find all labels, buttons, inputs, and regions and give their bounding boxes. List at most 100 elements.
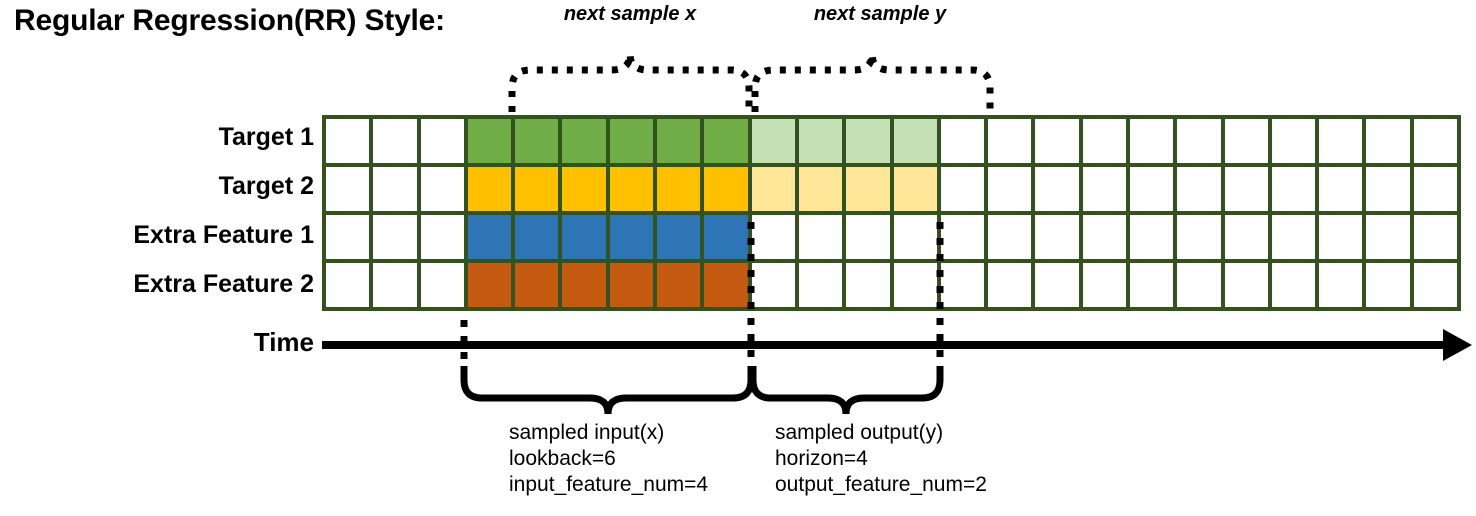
row-label-extra-feature-1: Extra Feature 1 (133, 221, 314, 249)
grid-cell-target-2-21 (1319, 167, 1363, 211)
grid-cell-extra-feature-2-2 (420, 263, 464, 307)
grid-cell-extra-feature-2-12 (893, 263, 937, 307)
grid-cell-target-2-12 (893, 167, 937, 211)
grid-cell-target-1-14 (988, 119, 1032, 163)
grid-cell-extra-feature-1-4 (515, 215, 559, 259)
grid-cell-target-2-13 (940, 167, 985, 211)
grid-cell-extra-feature-1-18 (1177, 215, 1221, 259)
grid-cell-target-1-10 (798, 119, 843, 163)
grid-cell-extra-feature-2-18 (1177, 263, 1221, 307)
grid-cell-target-2-17 (1129, 167, 1174, 211)
top-brace-next-sample-y (751, 53, 994, 112)
grid-cell-extra-feature-1-10 (798, 215, 843, 259)
grid-cell-target-1-20 (1271, 119, 1316, 163)
grid-cell-extra-feature-2-23 (1413, 263, 1457, 307)
grid-cell-target-2-15 (1035, 167, 1079, 211)
grid-cell-target-2-10 (798, 167, 843, 211)
grid-cell-extra-feature-1-23 (1413, 215, 1457, 259)
sampled-input-title: sampled input(x) (509, 421, 665, 444)
grid-cell-extra-feature-1-12 (893, 215, 937, 259)
sampled-output-note: sampled output(y) horizon=4 output_featu… (775, 420, 987, 498)
grid-cell-target-1-18 (1177, 119, 1221, 163)
grid-cell-target-1-22 (1366, 119, 1410, 163)
grid-cell-target-2-11 (846, 167, 890, 211)
grid-cell-extra-feature-1-22 (1366, 215, 1410, 259)
grid-cell-target-2-3 (467, 167, 512, 211)
top-brace-next-sample-x (508, 53, 753, 112)
grid-cell-target-1-3 (467, 119, 512, 163)
grid-cell-target-1-7 (657, 119, 701, 163)
sampled-input-note: sampled input(x) lookback=6 input_featur… (509, 420, 708, 498)
grid-cell-target-1-6 (609, 119, 654, 163)
grid-cell-extra-feature-2-9 (751, 263, 795, 307)
grid-cell-extra-feature-2-8 (704, 263, 748, 307)
grid-cell-extra-feature-1-17 (1129, 215, 1174, 259)
grid-cell-extra-feature-1-21 (1319, 215, 1363, 259)
grid-cell-extra-feature-1-7 (657, 215, 701, 259)
grid-cell-extra-feature-2-7 (657, 263, 701, 307)
row-label-target-1: Target 1 (218, 123, 314, 151)
grid-cell-extra-feature-1-11 (846, 215, 890, 259)
grid-cell-extra-feature-1-1 (373, 215, 417, 259)
grid-cell-extra-feature-1-5 (562, 215, 606, 259)
sampled-output-featnum: output_feature_num=2 (775, 473, 987, 496)
grid-cell-target-1-4 (515, 119, 559, 163)
grid-cell-extra-feature-2-19 (1224, 263, 1268, 307)
grid-cell-extra-feature-1-20 (1271, 215, 1316, 259)
grid-cell-extra-feature-2-6 (609, 263, 654, 307)
grid-cell-target-2-2 (420, 167, 464, 211)
grid-cell-target-2-16 (1082, 167, 1126, 211)
grid-cell-extra-feature-1-6 (609, 215, 654, 259)
grid-cell-extra-feature-2-21 (1319, 263, 1363, 307)
time-axis-label: Time (253, 327, 314, 357)
grid-cell-extra-feature-2-20 (1271, 263, 1316, 307)
page-title: Regular Regression(RR) Style: (14, 4, 445, 37)
grid-cell-extra-feature-2-14 (988, 263, 1032, 307)
grid-cell-extra-feature-1-0 (326, 215, 370, 259)
grid-cell-extra-feature-2-13 (940, 263, 985, 307)
row-label-extra-feature-2: Extra Feature 2 (133, 270, 314, 298)
grid-cell-target-1-17 (1129, 119, 1174, 163)
next-sample-x-label: next sample x (563, 3, 697, 25)
bottom-brace-sampled-input (460, 366, 755, 415)
grid-cell-extra-feature-2-0 (326, 263, 370, 307)
grid-cell-target-2-20 (1271, 167, 1316, 211)
grid-cell-target-1-16 (1082, 119, 1126, 163)
grid-cell-target-1-21 (1319, 119, 1363, 163)
grid-cell-target-1-1 (373, 119, 417, 163)
grid-cell-target-2-7 (657, 167, 701, 211)
sampled-output-horizon: horizon=4 (775, 447, 868, 470)
grid-cell-extra-feature-1-2 (420, 215, 464, 259)
grid-cell-target-1-5 (562, 119, 606, 163)
grid-cell-target-2-4 (515, 167, 559, 211)
grid-cell-extra-feature-1-13 (940, 215, 985, 259)
bottom-brace-sampled-output (749, 366, 944, 415)
grid-cell-extra-feature-2-16 (1082, 263, 1126, 307)
grid-cell-target-1-0 (326, 119, 370, 163)
grid-cell-extra-feature-1-19 (1224, 215, 1268, 259)
grid-cell-extra-feature-1-3 (467, 215, 512, 259)
grid-cell-target-1-2 (420, 119, 464, 163)
grid-cell-target-1-23 (1413, 119, 1457, 163)
grid-cell-extra-feature-1-15 (1035, 215, 1079, 259)
grid-cell-extra-feature-2-11 (846, 263, 890, 307)
grid-cell-target-2-23 (1413, 167, 1457, 211)
grid-cell-target-2-19 (1224, 167, 1268, 211)
grid-cell-target-2-0 (326, 167, 370, 211)
grid-cell-extra-feature-1-14 (988, 215, 1032, 259)
grid-cell-target-2-14 (988, 167, 1032, 211)
grid-cell-target-2-9 (751, 167, 795, 211)
grid-cell-target-1-8 (704, 119, 748, 163)
grid-cell-target-2-18 (1177, 167, 1221, 211)
grid-cell-target-2-5 (562, 167, 606, 211)
grid-cell-extra-feature-2-4 (515, 263, 559, 307)
grid-cell-extra-feature-1-9 (751, 215, 795, 259)
grid-cell-target-1-13 (940, 119, 985, 163)
grid-cell-target-1-12 (893, 119, 937, 163)
grid-cell-target-1-11 (846, 119, 890, 163)
grid-cell-extra-feature-2-22 (1366, 263, 1410, 307)
grid-cell-target-2-1 (373, 167, 417, 211)
grid-cell-target-2-6 (609, 167, 654, 211)
